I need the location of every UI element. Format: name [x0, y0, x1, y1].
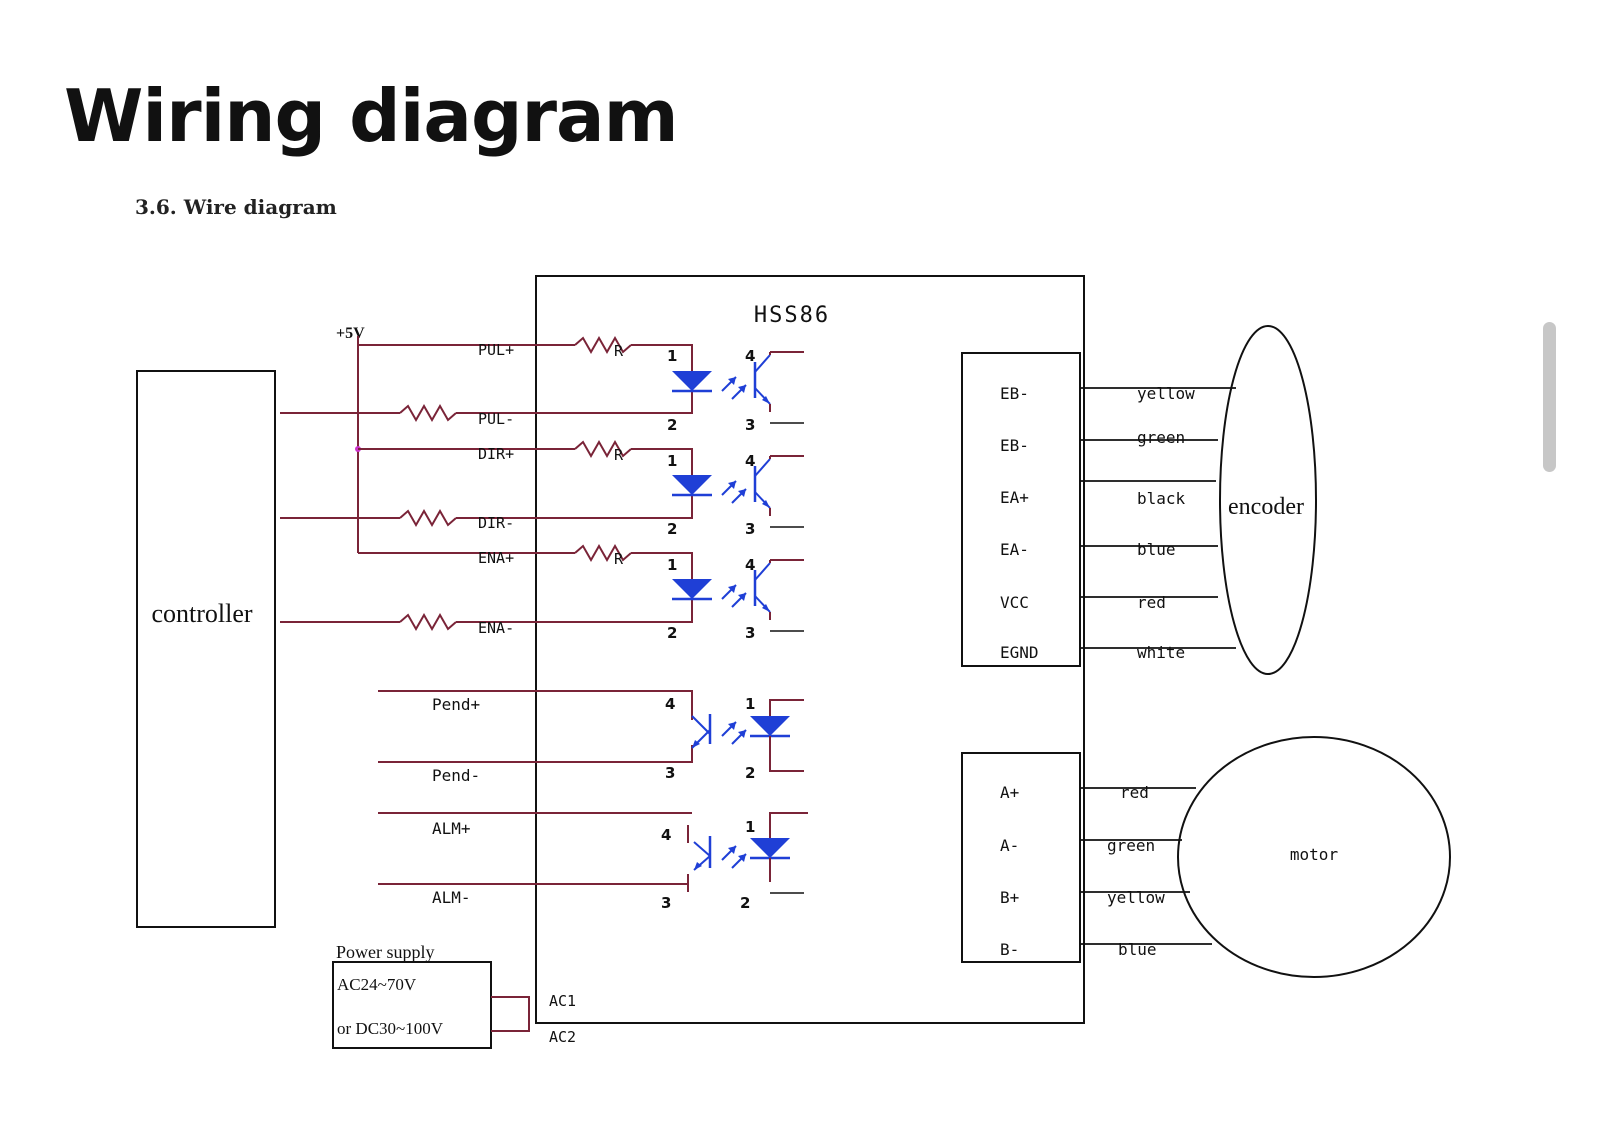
- encoder-wire-yellow: yellow: [1137, 384, 1195, 403]
- output-channel-pend: [378, 690, 804, 772]
- pin-number: 1: [667, 347, 677, 365]
- motor-pin-b-plus: B+: [1000, 888, 1019, 907]
- pin-number: 3: [745, 520, 755, 538]
- pin-number: 2: [667, 416, 677, 434]
- pin-number: 3: [661, 894, 671, 912]
- pin-number: 3: [665, 764, 675, 782]
- driver-name: HSS86: [754, 303, 830, 328]
- pin-number: 1: [745, 818, 755, 836]
- pin-number: 1: [667, 556, 677, 574]
- supply-voltage-label: +5V: [336, 325, 365, 342]
- pin-number: 4: [745, 556, 755, 574]
- signal-label-alm-plus: ALM+: [432, 819, 471, 838]
- encoder-wire-green: green: [1137, 428, 1185, 447]
- motor-wire-green: green: [1107, 836, 1155, 855]
- resistor-label: R: [614, 550, 624, 568]
- pin-number: 2: [667, 624, 677, 642]
- motor-pin-b-minus: B-: [1000, 940, 1019, 959]
- driver-box: [535, 275, 1085, 1024]
- encoder-pin-ea-plus: EA+: [1000, 488, 1029, 507]
- power-supply-dc: or DC30~100V: [337, 1019, 444, 1038]
- encoder-wire-white: white: [1137, 643, 1185, 662]
- signal-label-dir-minus: DIR-: [478, 514, 514, 532]
- encoder-shape: [1219, 325, 1317, 675]
- motor-wire-blue: blue: [1118, 940, 1157, 959]
- controller-label: controller: [151, 599, 252, 628]
- optocoupler-dir: [670, 455, 804, 528]
- signal-label-dir-plus: DIR+: [478, 445, 514, 463]
- encoder-pin-vcc: VCC: [1000, 593, 1029, 612]
- signal-label-ena-plus: ENA+: [478, 549, 514, 567]
- signal-label-pul-minus: PUL-: [478, 410, 514, 428]
- input-channel-ena: [280, 545, 693, 630]
- power-supply-box: [332, 961, 492, 1049]
- page-title: Wiring diagram: [64, 74, 679, 158]
- power-supply-title: Power supply: [336, 942, 435, 962]
- resistor-label: R: [614, 342, 624, 360]
- resistor-label: R: [614, 446, 624, 464]
- pin-number: 4: [745, 452, 755, 470]
- optocoupler-ena: [670, 559, 804, 632]
- motor-pin-a-plus: A+: [1000, 783, 1019, 802]
- signal-label-ena-minus: ENA-: [478, 619, 514, 637]
- signal-label-pend-plus: Pend+: [432, 695, 480, 714]
- input-channel-dir: [280, 441, 693, 526]
- section-subtitle: 3.6. Wire diagram: [135, 195, 337, 219]
- motor-pin-a-minus: A-: [1000, 836, 1019, 855]
- motor-shape: [1177, 736, 1451, 978]
- pin-number: 1: [667, 452, 677, 470]
- encoder-pin-eb-minus-2: EB-: [1000, 436, 1029, 455]
- pin-number: 2: [740, 894, 750, 912]
- power-supply-wire: [491, 996, 530, 1032]
- terminal-ac1: AC1: [549, 992, 576, 1010]
- input-channel-pul: [280, 337, 693, 421]
- motor-connector: [961, 752, 1081, 963]
- controller-box: [136, 370, 276, 928]
- pin-number: 3: [745, 624, 755, 642]
- encoder-pin-ea-minus: EA-: [1000, 540, 1029, 559]
- encoder-label: encoder: [1228, 494, 1304, 520]
- encoder-pin-egnd: EGND: [1000, 643, 1039, 662]
- signal-label-pend-minus: Pend-: [432, 766, 480, 785]
- pin-number: 1: [745, 695, 755, 713]
- encoder-wire-blue: blue: [1137, 540, 1176, 559]
- pin-number: 4: [665, 695, 675, 713]
- pin-number: 4: [661, 826, 671, 844]
- pin-number: 2: [667, 520, 677, 538]
- signal-label-alm-minus: ALM-: [432, 888, 471, 907]
- vertical-scrollbar[interactable]: [1543, 322, 1556, 472]
- encoder-wire-black: black: [1137, 489, 1186, 508]
- signal-label-pul-plus: PUL+: [478, 341, 514, 359]
- optocoupler-pul: [670, 351, 804, 424]
- motor-label: motor: [1290, 845, 1339, 864]
- encoder-wire-red: red: [1137, 593, 1166, 612]
- motor-wire-red: red: [1120, 783, 1149, 802]
- encoder-pin-eb-minus: EB-: [1000, 384, 1029, 403]
- power-supply-ac: AC24~70V: [337, 975, 417, 994]
- terminal-ac2: AC2: [549, 1028, 576, 1046]
- encoder-connector: [961, 352, 1081, 667]
- pin-number: 4: [745, 347, 755, 365]
- pin-number: 3: [745, 416, 755, 434]
- output-channel-alm: [378, 812, 808, 894]
- pin-number: 2: [745, 764, 755, 782]
- motor-wire-yellow: yellow: [1107, 888, 1165, 907]
